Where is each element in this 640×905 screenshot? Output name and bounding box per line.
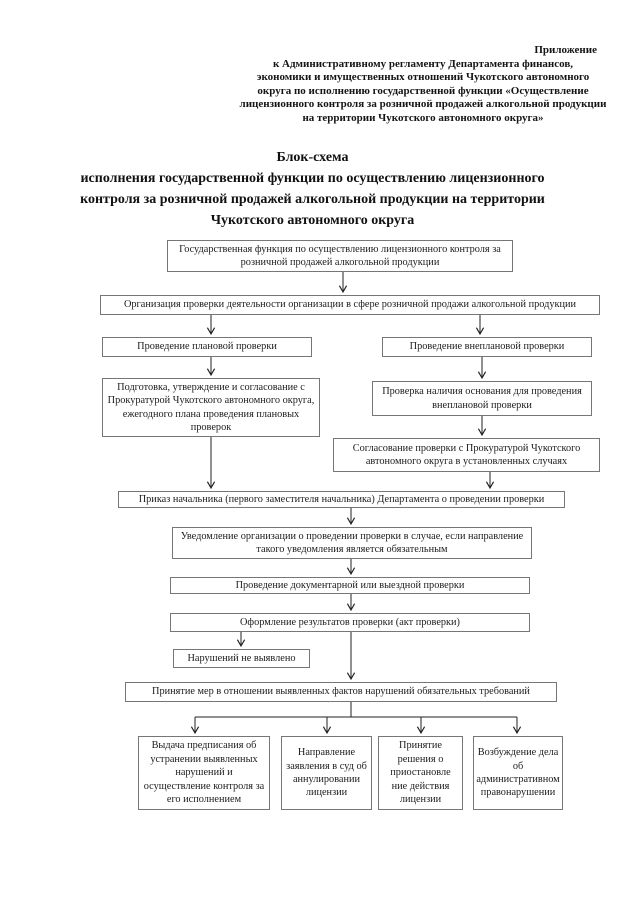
page-title-line1: Блок-схема — [276, 150, 349, 165]
node-license-suspension: Принятие решения о приостановле ние дейс… — [378, 736, 463, 810]
page-title-rest: исполнения государственной функции по ос… — [80, 171, 545, 228]
node-organization-notification: Уведомление организации о проведении про… — [172, 527, 532, 559]
node-planned-inspection: Проведение плановой проверки — [102, 337, 312, 357]
appendix-label: Приложение — [534, 44, 597, 56]
page-title: Блок-схема исполнения государственной фу… — [20, 147, 605, 231]
node-prosecutor-approval: Согласование проверки с Прокуратурой Чук… — [333, 438, 600, 472]
connector-measures-branch — [195, 702, 517, 718]
node-measures-taken: Принятие мер в отношении выявленных факт… — [125, 682, 557, 702]
appendix-header: Приложение к Административному регламент… — [233, 44, 613, 126]
node-inspection-organization: Организация проверки деятельности органи… — [100, 295, 600, 315]
node-prescription-issue: Выдача предписания об устранении выявлен… — [138, 736, 270, 810]
node-unplanned-inspection: Проведение внеплановой проверки — [382, 337, 592, 357]
node-annual-plan-preparation: Подготовка, утверждение и согласование с… — [102, 378, 320, 437]
node-no-violations: Нарушений не выявлено — [173, 649, 310, 668]
node-grounds-check: Проверка наличия основания для проведени… — [372, 381, 592, 416]
node-inspection-conduct: Проведение документарной или выездной пр… — [170, 577, 530, 594]
node-administrative-case: Возбуждение дела об административном пра… — [473, 736, 563, 810]
node-court-application: Направление заявления в суд об аннулиров… — [281, 736, 372, 810]
node-results-registration: Оформление результатов проверки (акт про… — [170, 613, 530, 632]
node-state-function: Государственная функция по осуществлению… — [167, 240, 513, 272]
appendix-text: к Административному регламенту Департаме… — [239, 57, 607, 124]
node-inspection-order: Приказ начальника (первого заместителя н… — [118, 491, 565, 508]
